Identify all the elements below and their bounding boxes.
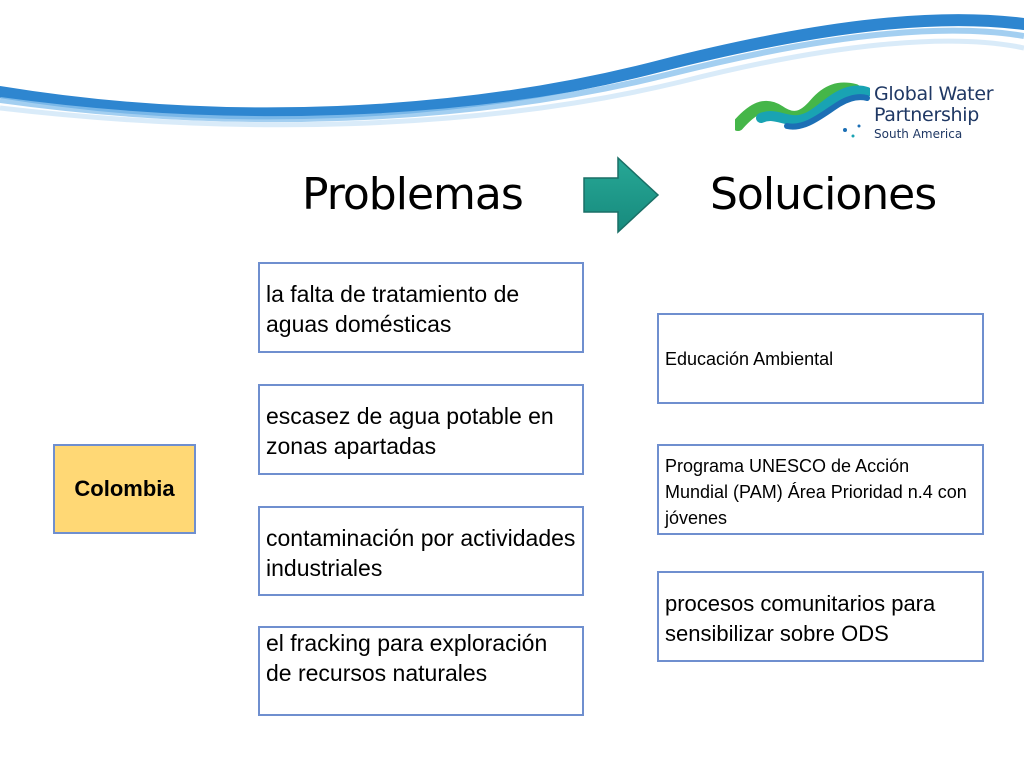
solution-box: procesos comunitarios para sensibilizar … <box>657 571 984 662</box>
gwp-logo-text: Global Water Partnership South America <box>874 83 994 142</box>
arrow-right-icon <box>583 156 660 234</box>
problem-text: contaminación por actividades industrial… <box>266 525 576 581</box>
problem-box: la falta de tratamiento de aguas domésti… <box>258 262 584 353</box>
problem-text: el fracking para exploración de recursos… <box>266 630 548 686</box>
country-label: Colombia <box>74 476 175 501</box>
problem-text: la falta de tratamiento de aguas domésti… <box>266 281 520 337</box>
country-box: Colombia <box>53 444 196 534</box>
header-wave-decoration <box>0 0 1024 128</box>
problem-box: contaminación por actividades industrial… <box>258 506 584 596</box>
solution-text: procesos comunitarios para sensibilizar … <box>665 591 936 646</box>
logo-line-3: South America <box>874 127 963 141</box>
solution-box: Programa UNESCO de Acción Mundial (PAM) … <box>657 444 984 535</box>
gwp-logo-mark <box>735 82 870 138</box>
solution-box: Educación Ambiental <box>657 313 984 404</box>
problem-text: escasez de agua potable en zonas apartad… <box>266 403 554 459</box>
logo-line-2: Partnership <box>874 104 980 126</box>
heading-solutions: Soluciones <box>710 169 937 220</box>
logo-line-1: Global Water <box>874 83 994 105</box>
solution-text: Programa UNESCO de Acción Mundial (PAM) … <box>665 456 967 528</box>
solution-text: Educación Ambiental <box>665 349 834 369</box>
problem-box: el fracking para exploración de recursos… <box>258 626 584 716</box>
problem-box: escasez de agua potable en zonas apartad… <box>258 384 584 475</box>
heading-problems: Problemas <box>302 169 524 220</box>
